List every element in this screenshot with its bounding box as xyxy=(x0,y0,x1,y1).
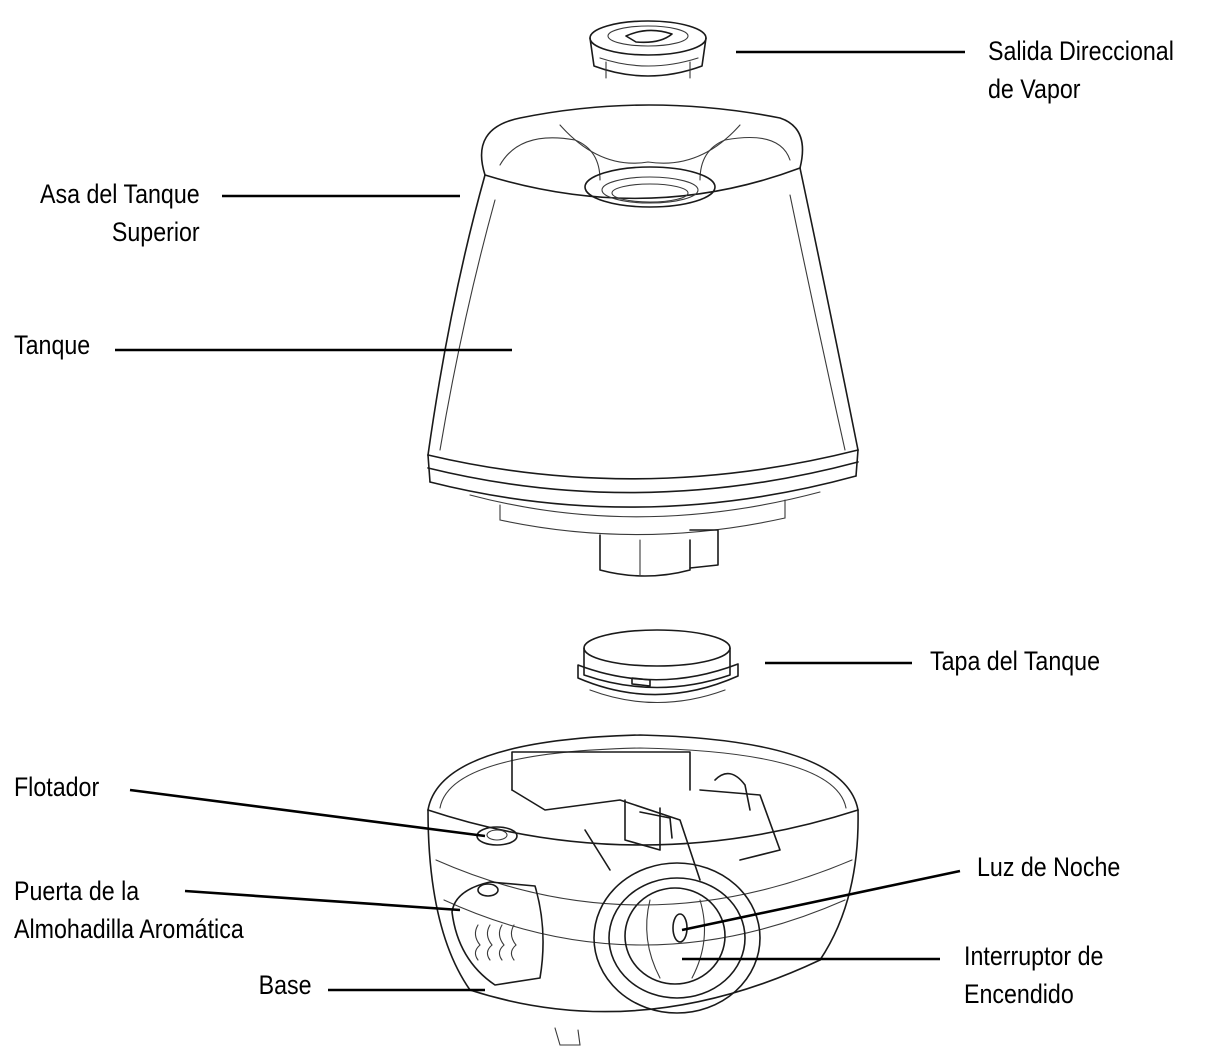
label-tanque: Tanque xyxy=(14,326,90,364)
tank-cap-part xyxy=(577,629,739,704)
label-tanque-line1: Tanque xyxy=(14,330,91,360)
label-puerta-line1: Puerta de la xyxy=(14,876,140,906)
label-interruptor-line1: Interruptor de xyxy=(964,941,1104,971)
leader-flotador xyxy=(129,788,486,838)
label-salida-line1: Salida Direccional xyxy=(988,36,1174,66)
label-flotador: Flotador xyxy=(14,768,99,806)
label-flotador-line1: Flotador xyxy=(14,772,100,802)
label-salida-direccional: Salida Direccional de Vapor xyxy=(988,32,1174,108)
label-puerta-line2: Almohadilla Aromática xyxy=(14,914,244,944)
label-base: Base xyxy=(259,966,312,1004)
label-tapa-line1: Tapa del Tanque xyxy=(930,646,1101,676)
label-puerta-almohadilla: Puerta de la Almohadilla Aromática xyxy=(14,872,244,948)
label-asa-line2: Superior xyxy=(112,217,200,247)
label-asa-line1: Asa del Tanque xyxy=(40,179,200,209)
label-luz-line1: Luz de Noche xyxy=(977,852,1121,882)
label-interruptor-line2: Encendido xyxy=(964,979,1074,1009)
label-interruptor-encendido: Interruptor de Encendido xyxy=(964,937,1103,1013)
label-base-line1: Base xyxy=(259,970,312,1000)
tank-part xyxy=(427,104,859,577)
leader-puerta xyxy=(184,889,461,912)
steam-outlet-part xyxy=(589,20,707,79)
leader-lines xyxy=(115,50,965,992)
base-part xyxy=(427,734,859,1046)
leader-luz xyxy=(681,869,961,932)
label-salida-line2: de Vapor xyxy=(988,74,1081,104)
label-tapa-del-tanque: Tapa del Tanque xyxy=(930,642,1100,680)
label-asa-del-tanque: Asa del Tanque Superior xyxy=(40,175,200,251)
label-luz-de-noche: Luz de Noche xyxy=(977,848,1120,886)
